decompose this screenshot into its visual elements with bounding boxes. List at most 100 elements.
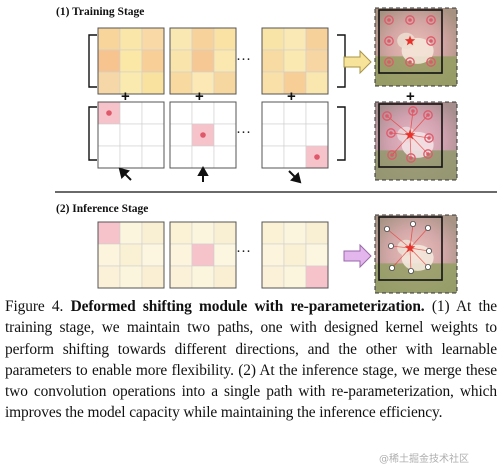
arrow-right-training-icon — [343, 49, 372, 75]
grid-cell — [191, 101, 215, 125]
center-star-icon — [404, 129, 416, 140]
sample-ring — [426, 57, 436, 67]
plus-sign-1: + — [121, 88, 130, 105]
grid-cell — [141, 27, 165, 51]
grid-cell — [97, 27, 121, 51]
sample-point — [387, 242, 394, 249]
plus-sign-2: + — [195, 88, 204, 105]
inference-feature-photo — [374, 214, 458, 294]
grid-cell — [169, 123, 193, 147]
merged-kernel-grid — [169, 221, 237, 289]
center-star-icon — [404, 242, 416, 253]
sample-point — [425, 247, 432, 254]
grid-frame — [261, 101, 329, 169]
grid-cell — [213, 49, 237, 73]
center-star-icon — [404, 35, 416, 46]
grid-cell — [141, 71, 165, 95]
grid-cell — [141, 145, 165, 169]
grid-cell — [169, 221, 193, 245]
sample-point — [411, 109, 415, 113]
sample-point — [407, 267, 414, 274]
kernel-box — [378, 103, 443, 168]
offset-line — [409, 227, 429, 249]
grid-cell — [97, 49, 121, 73]
grid-frame — [97, 27, 165, 95]
plus-sign-4: + — [406, 88, 415, 105]
arrow-right-inference-icon — [343, 243, 372, 269]
sample-ring — [426, 36, 436, 46]
sample-point — [424, 224, 431, 231]
grid-cell — [261, 243, 285, 267]
grid-cell — [305, 243, 329, 267]
offset-line — [409, 134, 430, 139]
ellipsis-row1: ··· — [236, 52, 251, 68]
grid-cell — [283, 243, 307, 267]
sample-point — [424, 263, 431, 270]
learnable-kernel-grid — [97, 27, 165, 95]
outer-dashed-frame — [374, 214, 458, 294]
grid-cell — [119, 265, 143, 289]
grid-cell — [119, 27, 143, 51]
sample-ring — [387, 150, 397, 160]
sample-point — [409, 220, 416, 227]
grid-cell — [191, 221, 215, 245]
grid-cell — [261, 27, 285, 51]
grid-frame — [97, 221, 165, 289]
shift-kernel-grid — [97, 101, 165, 169]
training-feature-photo-2 — [374, 101, 458, 181]
sample-point — [390, 153, 394, 157]
grid-cell — [261, 71, 285, 95]
grid-frame — [261, 27, 329, 95]
sample-point — [429, 39, 433, 43]
grid-cell — [283, 265, 307, 289]
grid-cell — [305, 101, 329, 125]
grid-cell — [141, 123, 165, 147]
learnable-kernel-grid — [169, 27, 237, 95]
kernel-grids — [97, 27, 329, 289]
offset-line — [386, 115, 411, 136]
grid-cell — [261, 145, 285, 169]
grid-cell — [97, 123, 121, 147]
shift-kernel-grid — [169, 101, 237, 169]
grid-cell — [283, 49, 307, 73]
grid-cell — [119, 243, 143, 267]
sample-point — [429, 18, 433, 22]
grid-cell — [305, 265, 329, 289]
shift-dot — [200, 132, 206, 138]
grid-cell — [283, 101, 307, 125]
sample-ring — [382, 111, 392, 121]
grid-cell — [119, 101, 143, 125]
arrow-up-left-icon — [118, 167, 132, 181]
grid-cell — [119, 49, 143, 73]
grid-cell — [261, 49, 285, 73]
learnable-kernel-grid — [261, 27, 329, 95]
grid-cell — [97, 243, 121, 267]
kernel-box — [378, 216, 443, 281]
grid-cell — [191, 49, 215, 73]
grid-cell — [305, 123, 329, 147]
grid-cell — [169, 49, 193, 73]
sample-point — [408, 60, 412, 64]
offset-line — [386, 228, 411, 249]
sample-point — [387, 60, 391, 64]
caption-body: (1) At the training stage, we maintain t… — [5, 298, 497, 422]
grid-cell — [305, 27, 329, 51]
grid-cell — [169, 101, 193, 125]
grid-cell — [261, 221, 285, 245]
arrow-up-icon — [197, 165, 209, 182]
offset-line — [409, 247, 430, 252]
sample-ring — [406, 153, 416, 163]
sample-ring — [405, 57, 415, 67]
offset-line — [409, 247, 429, 268]
grid-cell — [97, 71, 121, 95]
grid-cell — [213, 123, 237, 147]
sample-ring — [426, 15, 436, 25]
grid-frame — [169, 221, 237, 289]
grid-cell — [283, 27, 307, 51]
grid-cell — [169, 27, 193, 51]
plus-sign-3: + — [287, 88, 296, 105]
sample-point — [427, 136, 431, 140]
grid-cell — [283, 123, 307, 147]
grid-cell — [283, 221, 307, 245]
grid-cell — [213, 27, 237, 51]
